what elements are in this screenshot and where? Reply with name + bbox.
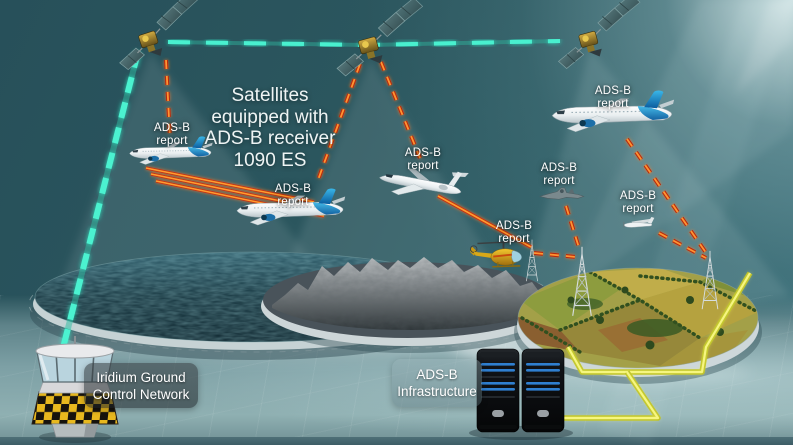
iridium-label-line2: Control Network bbox=[92, 386, 190, 402]
adsb-report-label-fighter-jet: ADS-B report bbox=[541, 162, 577, 187]
adsb-report-label-airliner-small: ADS-B report bbox=[154, 122, 190, 147]
adsb-label-line1: ADS-B bbox=[274, 183, 312, 195]
server-rack-2 bbox=[521, 348, 565, 433]
beam-cone-2 bbox=[282, 58, 498, 280]
diagram-title: Satellites equipped with ADS-B receiver … bbox=[160, 85, 380, 171]
adsb-label-line1: ADS-B bbox=[153, 122, 191, 134]
floor-front-edge bbox=[0, 437, 793, 445]
title-line-3: ADS-B receiver bbox=[204, 128, 336, 149]
mountain-platform bbox=[258, 257, 558, 353]
adsb-label-line1: ADS-B bbox=[540, 162, 578, 174]
adsb-label-line1: ADS-B bbox=[495, 220, 533, 232]
adsb-report-label-airliner-large: ADS-B report bbox=[595, 85, 631, 110]
server-rack-1 bbox=[476, 348, 520, 433]
adsb-report-label-light-aircraft: ADS-B report bbox=[620, 190, 656, 215]
server-racks-icon bbox=[469, 348, 573, 440]
adsb-label-line1: ADS-B bbox=[619, 190, 657, 202]
satellite-1-icon bbox=[104, 0, 213, 73]
adsb-report-label-helicopter: ADS-B report bbox=[496, 220, 532, 245]
title-line-2: equipped with bbox=[211, 106, 329, 128]
adsb-label-line2: report bbox=[597, 97, 629, 110]
title-line-1: Satellites bbox=[231, 85, 309, 106]
adsb-report-label-business-jet: ADS-B report bbox=[405, 147, 441, 172]
adsb-label-line2: report bbox=[277, 195, 309, 208]
infrastructure-label-line1: ADS-B bbox=[416, 367, 458, 382]
beam-cone-1 bbox=[58, 52, 332, 292]
adsb-report-label-airliner-medium: ADS-B report bbox=[275, 183, 311, 208]
iridium-label-line1: Iridium Ground bbox=[96, 369, 186, 385]
adsb-label-line2: report bbox=[622, 202, 654, 215]
adsb-label-line1: ADS-B bbox=[594, 85, 632, 97]
adsb-label-line2: report bbox=[543, 174, 575, 187]
satellite-2-icon bbox=[323, 0, 436, 79]
adsb-label-line2: report bbox=[156, 134, 188, 147]
yellow-ground-network bbox=[564, 271, 753, 421]
title-line-4: 1090 ES bbox=[233, 149, 307, 171]
adsb-label-line2: report bbox=[407, 159, 439, 172]
infrastructure-label-line2: Infrastructure bbox=[397, 384, 477, 399]
adsb-label-line1: ADS-B bbox=[404, 147, 442, 159]
iridium-ground-control-label: Iridium Ground Control Network bbox=[84, 363, 198, 408]
adsb-label-line2: report bbox=[498, 232, 530, 245]
adsb-infrastructure-label: ADS-B Infrastructure bbox=[392, 359, 482, 407]
